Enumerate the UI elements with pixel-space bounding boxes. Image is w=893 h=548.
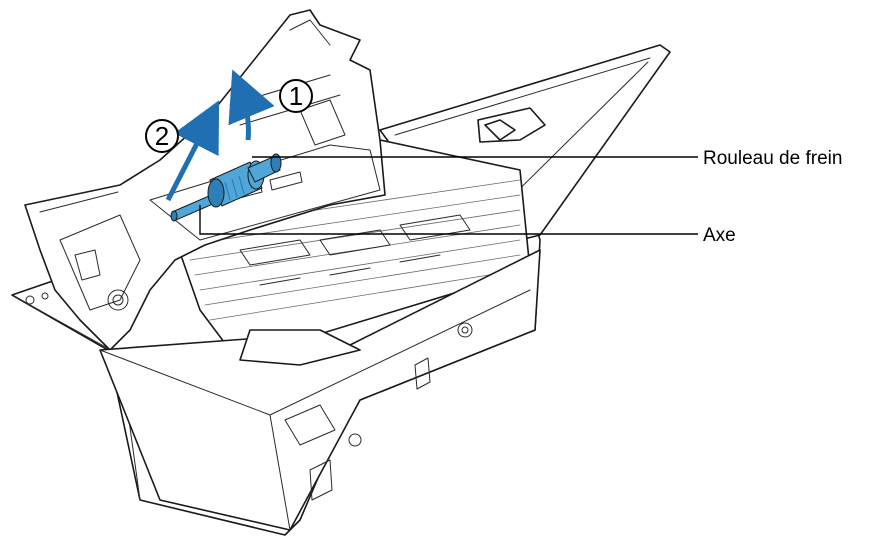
curved-arrow-icon xyxy=(165,100,220,202)
front-panel xyxy=(99,249,541,531)
shaft-leader xyxy=(199,205,698,235)
step-2-marker: 2 xyxy=(145,119,179,153)
brake-roller-label: Rouleau de frein xyxy=(703,148,842,169)
direction-arrows xyxy=(165,69,275,202)
circled-number-icon xyxy=(145,119,179,153)
step-1-marker: 1 xyxy=(279,79,313,113)
curved-arrow-icon xyxy=(228,69,275,141)
circled-number-icon xyxy=(279,79,313,113)
step-1-label: 1 xyxy=(289,81,303,111)
brake-roller-part xyxy=(207,153,282,208)
step-2-label: 2 xyxy=(155,121,169,151)
shaft-label: Axe xyxy=(703,225,736,246)
